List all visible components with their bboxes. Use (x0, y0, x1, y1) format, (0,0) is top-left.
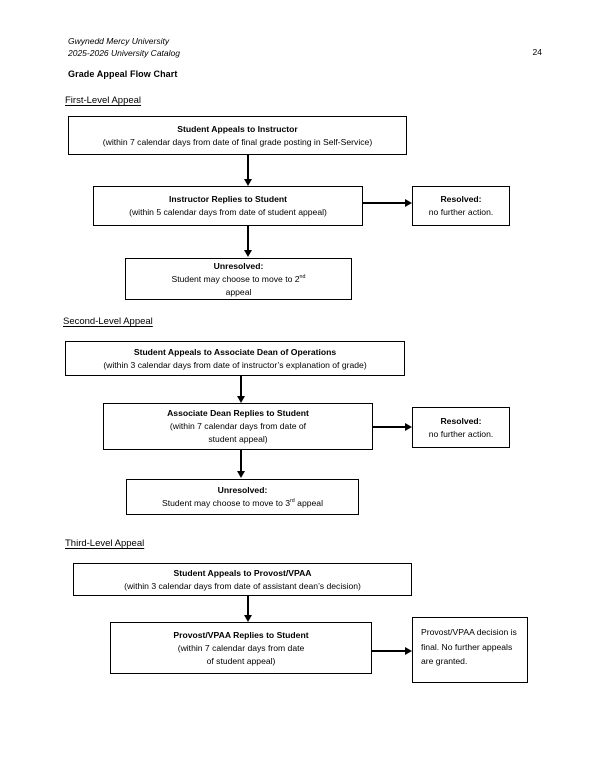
box-student-appeals-to-provost: Student Appeals to Provost/VPAA (within … (73, 563, 412, 596)
box-detail: no further action. (428, 207, 494, 217)
box-detail: Student may choose to move to 3rd appeal (162, 497, 323, 510)
box-unresolved-first-level: Unresolved: Student may choose to move t… (125, 258, 352, 300)
header-university-name: Gwynedd Mercy University (68, 36, 170, 46)
connector-line-vertical (240, 450, 242, 472)
connector-arrowhead-right (405, 646, 412, 655)
box-detail: (within 3 calendar days from date of ass… (124, 580, 361, 591)
connector-arrowhead-down (236, 471, 245, 478)
box-title: Associate Dean Replies to Student (167, 408, 309, 418)
box-title: Student Appeals to Instructor (177, 123, 298, 134)
box-detail: Provost/VPAA decision is final. No furth… (421, 627, 517, 666)
box-title: Unresolved: (213, 260, 264, 271)
page-number: 24 (532, 47, 542, 57)
box-title: Unresolved: (217, 485, 268, 495)
box-provost-replies-to-student: Provost/VPAA Replies to Student (within … (110, 622, 372, 674)
page-title: Grade Appeal Flow Chart (68, 69, 178, 79)
section-heading-second-level: Second-Level Appeal (63, 316, 153, 327)
box-title: Resolved: (440, 194, 482, 204)
box-detail-text: Student may choose to move to 3 (162, 498, 291, 508)
connector-arrowhead-right (405, 198, 412, 207)
box-detail-line2: of student appeal) (206, 655, 276, 666)
connector-line-horizontal (372, 650, 406, 652)
connector-arrowhead-down (243, 179, 252, 186)
box-student-appeals-to-instructor: Student Appeals to Instructor (within 7 … (68, 116, 407, 155)
section-heading-third-level: Third-Level Appeal (65, 538, 145, 549)
box-detail-text-cont: appeal (294, 498, 323, 508)
box-instructor-replies-to-student: Instructor Replies to Student (within 5 … (93, 186, 363, 226)
box-detail: (within 7 calendar days from date of fin… (102, 136, 373, 147)
box-title: Provost/VPAA Replies to Student (173, 629, 309, 640)
connector-line-horizontal (363, 202, 406, 204)
box-title: Resolved: (440, 415, 482, 426)
section-heading-first-level: First-Level Appeal (65, 95, 142, 106)
box-unresolved-second-level: Unresolved: Student may choose to move t… (126, 479, 359, 515)
box-resolved-second-level: Resolved: no further action. (412, 407, 510, 448)
connector-arrowhead-down (243, 250, 252, 257)
connector-line-vertical (247, 596, 249, 616)
ordinal-suffix: nd (299, 273, 306, 280)
connector-line-vertical (247, 155, 249, 180)
connector-line-horizontal (373, 426, 406, 428)
box-detail: no further action. (428, 428, 494, 439)
ordinal-suffix: rd (290, 498, 295, 505)
header-catalog-name: 2025-2026 University Catalog (68, 48, 180, 58)
connector-line-vertical (247, 226, 249, 251)
box-detail-line1: (within 7 calendar days from date (177, 642, 305, 653)
box-detail: Student may choose to move to 2nd appeal (172, 273, 306, 299)
box-detail-line2: student appeal) (208, 434, 268, 444)
box-provost-decision-final: Provost/VPAA decision is final. No furth… (412, 617, 528, 683)
box-detail-text-cont: appeal (225, 286, 252, 297)
box-title: Student Appeals to Associate Dean of Ope… (133, 346, 337, 357)
connector-line-vertical (240, 376, 242, 397)
box-title: Student Appeals to Provost/VPAA (173, 567, 312, 578)
box-title: Instructor Replies to Student (169, 194, 287, 204)
connector-arrowhead-down (243, 615, 252, 622)
box-resolved-first-level: Resolved: no further action. (412, 186, 510, 226)
box-associate-dean-replies-to-student: Associate Dean Replies to Student (withi… (103, 403, 373, 450)
connector-arrowhead-down (236, 396, 245, 403)
box-student-appeals-to-associate-dean: Student Appeals to Associate Dean of Ope… (65, 341, 405, 376)
connector-arrowhead-right (405, 422, 412, 431)
box-detail-line1: (within 7 calendar days from date of (169, 421, 307, 431)
box-detail: (within 5 calendar days from date of stu… (129, 207, 327, 217)
box-detail: (within 3 calendar days from date of ins… (103, 359, 367, 370)
box-detail-text: Student may choose to move to 2 (171, 273, 300, 284)
